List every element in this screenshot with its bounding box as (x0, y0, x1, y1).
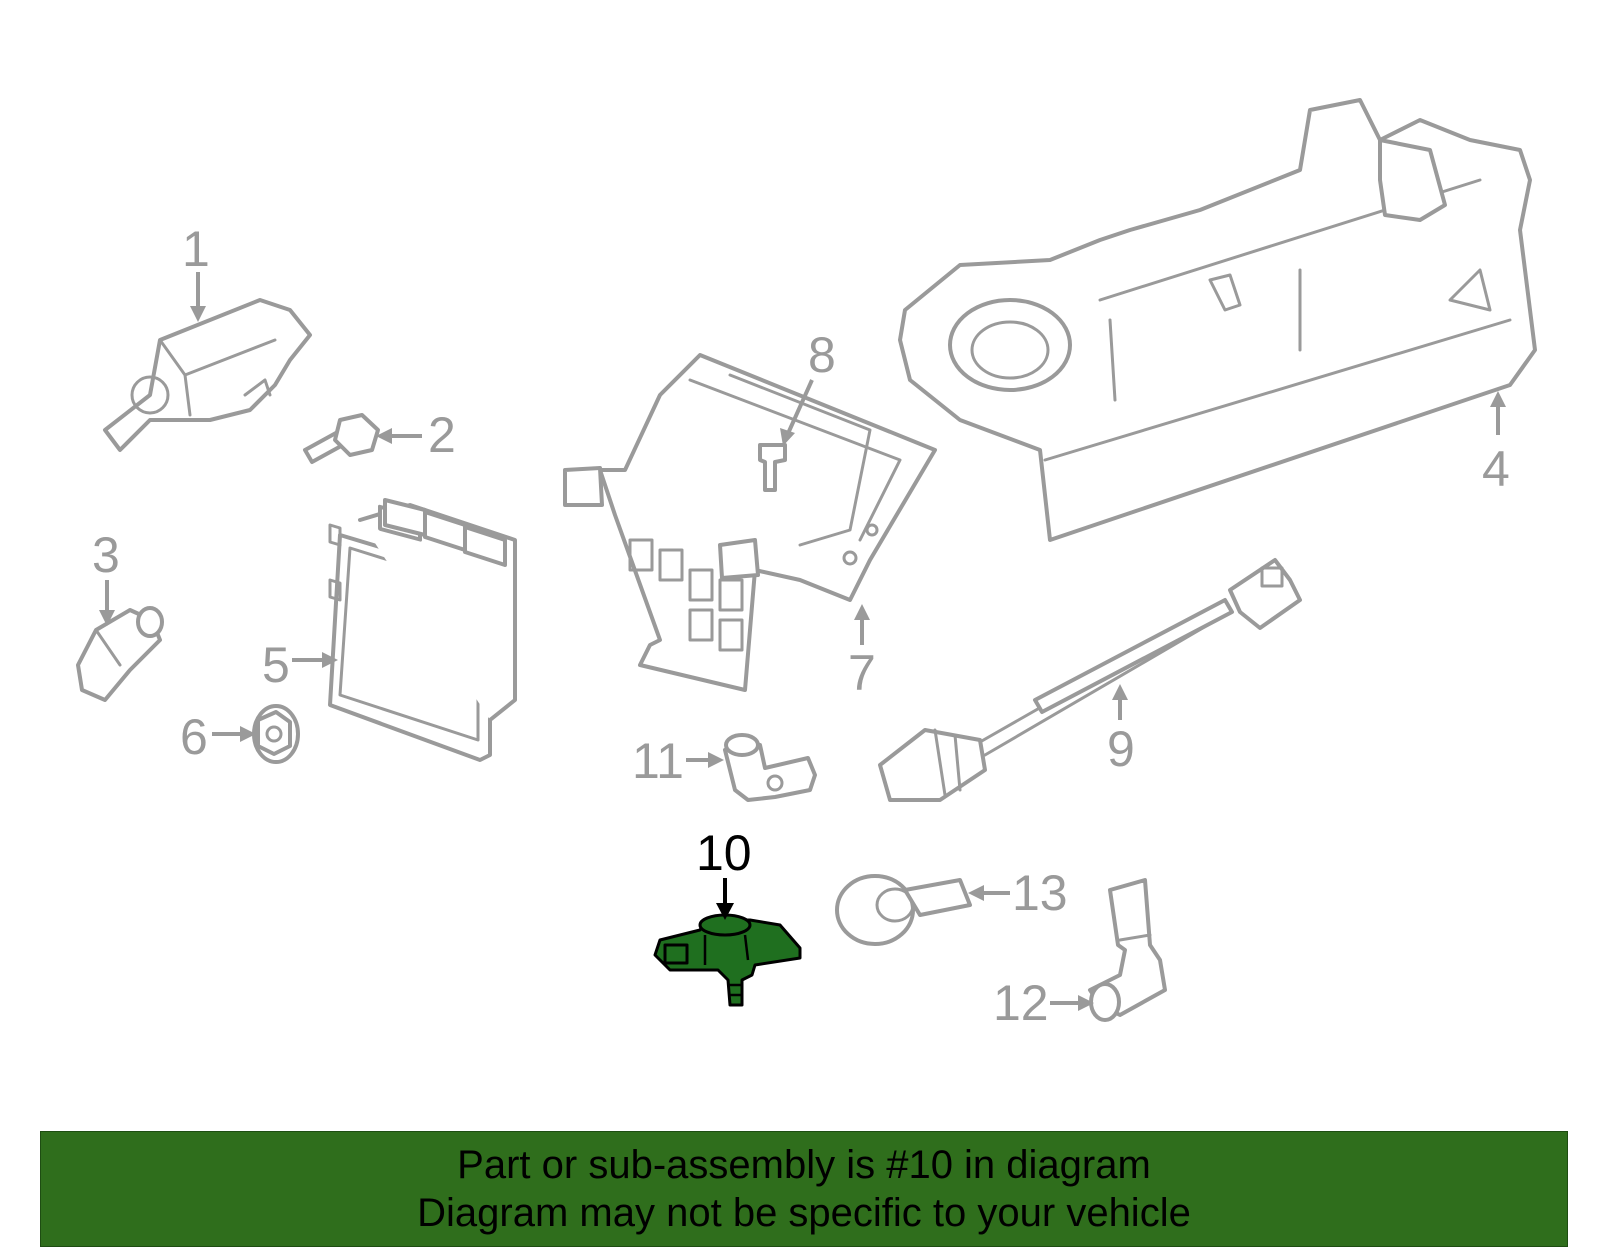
svg-text:9: 9 (1107, 721, 1135, 777)
callout-6: 6 (180, 709, 256, 765)
callout-12: 12 (993, 975, 1094, 1031)
callout-7: 7 (848, 604, 876, 701)
svg-text:2: 2 (428, 407, 456, 463)
svg-text:12: 12 (993, 975, 1049, 1031)
callout-2: 2 (376, 407, 456, 463)
callout-10: 10 (696, 825, 752, 920)
svg-text:4: 4 (1482, 441, 1510, 497)
callout-4: 4 (1482, 391, 1510, 497)
part-6-nut[interactable] (252, 704, 300, 764)
part-8-stud[interactable] (758, 443, 787, 492)
callout-5: 5 (262, 637, 338, 693)
info-banner: Part or sub-assembly is #10 in diagram D… (40, 1131, 1568, 1247)
part-10-map-sensor-highlighted[interactable] (653, 913, 802, 1007)
callout-1: 1 (182, 221, 210, 322)
svg-text:13: 13 (1012, 865, 1068, 921)
banner-line-disclaimer: Diagram may not be specific to your vehi… (417, 1191, 1191, 1235)
part-4-engine-cover[interactable] (898, 98, 1537, 542)
parts-diagram: 1 2 3 5 (76, 98, 1537, 1031)
banner-line-part-number: Part or sub-assembly is #10 in diagram (457, 1143, 1151, 1187)
callout-3: 3 (92, 527, 120, 626)
part-9-sensor-cable[interactable] (878, 558, 1302, 802)
callout-13: 13 (968, 865, 1068, 921)
part-12-cam-sensor[interactable] (1088, 878, 1167, 1022)
part-11-elbow-sensor[interactable] (723, 733, 817, 802)
svg-text:5: 5 (262, 637, 290, 693)
callout-8: 8 (780, 327, 836, 446)
svg-text:1: 1 (182, 221, 210, 277)
svg-text:8: 8 (808, 327, 836, 383)
callout-11: 11 (632, 733, 724, 789)
svg-text:11: 11 (632, 733, 684, 789)
part-2-bolt[interactable] (303, 413, 380, 464)
part-7-bracket[interactable] (563, 353, 937, 692)
svg-text:3: 3 (92, 527, 120, 583)
callout-9: 9 (1107, 684, 1135, 777)
part-1-ignition-coil[interactable] (103, 298, 312, 452)
part-13-knock-sensor[interactable] (835, 874, 972, 946)
part-3-sensor[interactable] (76, 606, 164, 702)
svg-text:6: 6 (180, 709, 208, 765)
svg-text:10: 10 (696, 825, 752, 881)
svg-text:7: 7 (848, 645, 876, 701)
part-5-control-module[interactable] (328, 498, 517, 762)
